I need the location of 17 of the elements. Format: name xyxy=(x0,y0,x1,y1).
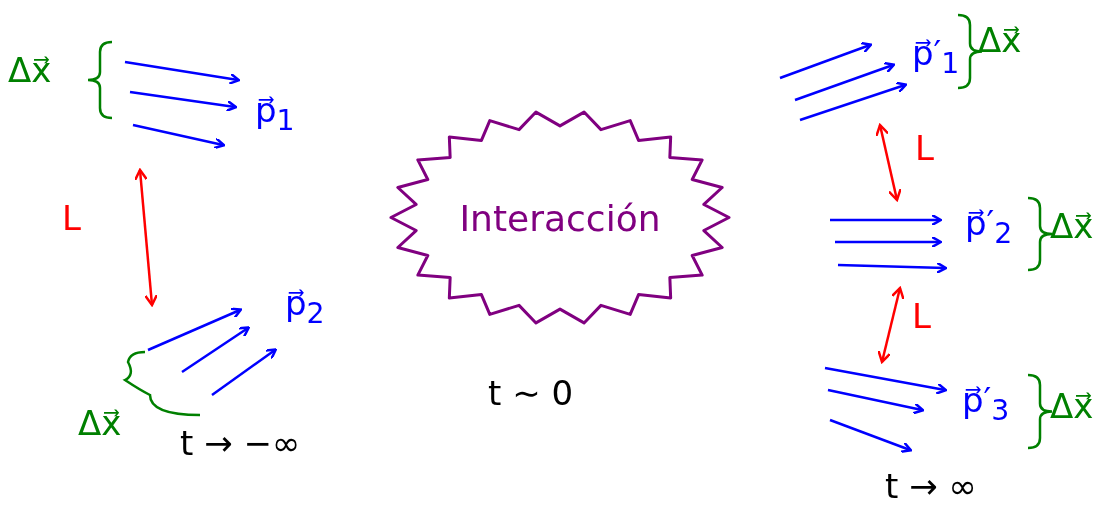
momentum-label: p⃗′$_{3}$ xyxy=(962,382,1010,426)
length-label: L xyxy=(62,200,81,238)
length-label: L xyxy=(912,298,931,336)
time-label: t ∼ 0 xyxy=(488,375,574,413)
momentum-label: p⃗′$_{2}$ xyxy=(965,205,1013,249)
delta-x-label: Δx⃗ xyxy=(78,405,122,443)
time-label: t → ∞ xyxy=(885,468,977,506)
momentum-label: p⃗$_{2}$ xyxy=(285,285,325,329)
momentum-label: p⃗$_{1}$ xyxy=(255,92,295,136)
momentum-label: p⃗′$_{1}$ xyxy=(912,35,960,79)
delta-x-label: Δx⃗ xyxy=(8,52,52,90)
cloud-label: Interacción xyxy=(458,197,662,238)
time-label: t → −∞ xyxy=(180,425,301,463)
delta-x-label: Δx⃗ xyxy=(978,22,1022,60)
delta-x-label: Δx⃗ xyxy=(1050,388,1094,426)
length-label: L xyxy=(915,130,934,168)
delta-x-label: Δx⃗ xyxy=(1050,208,1094,246)
